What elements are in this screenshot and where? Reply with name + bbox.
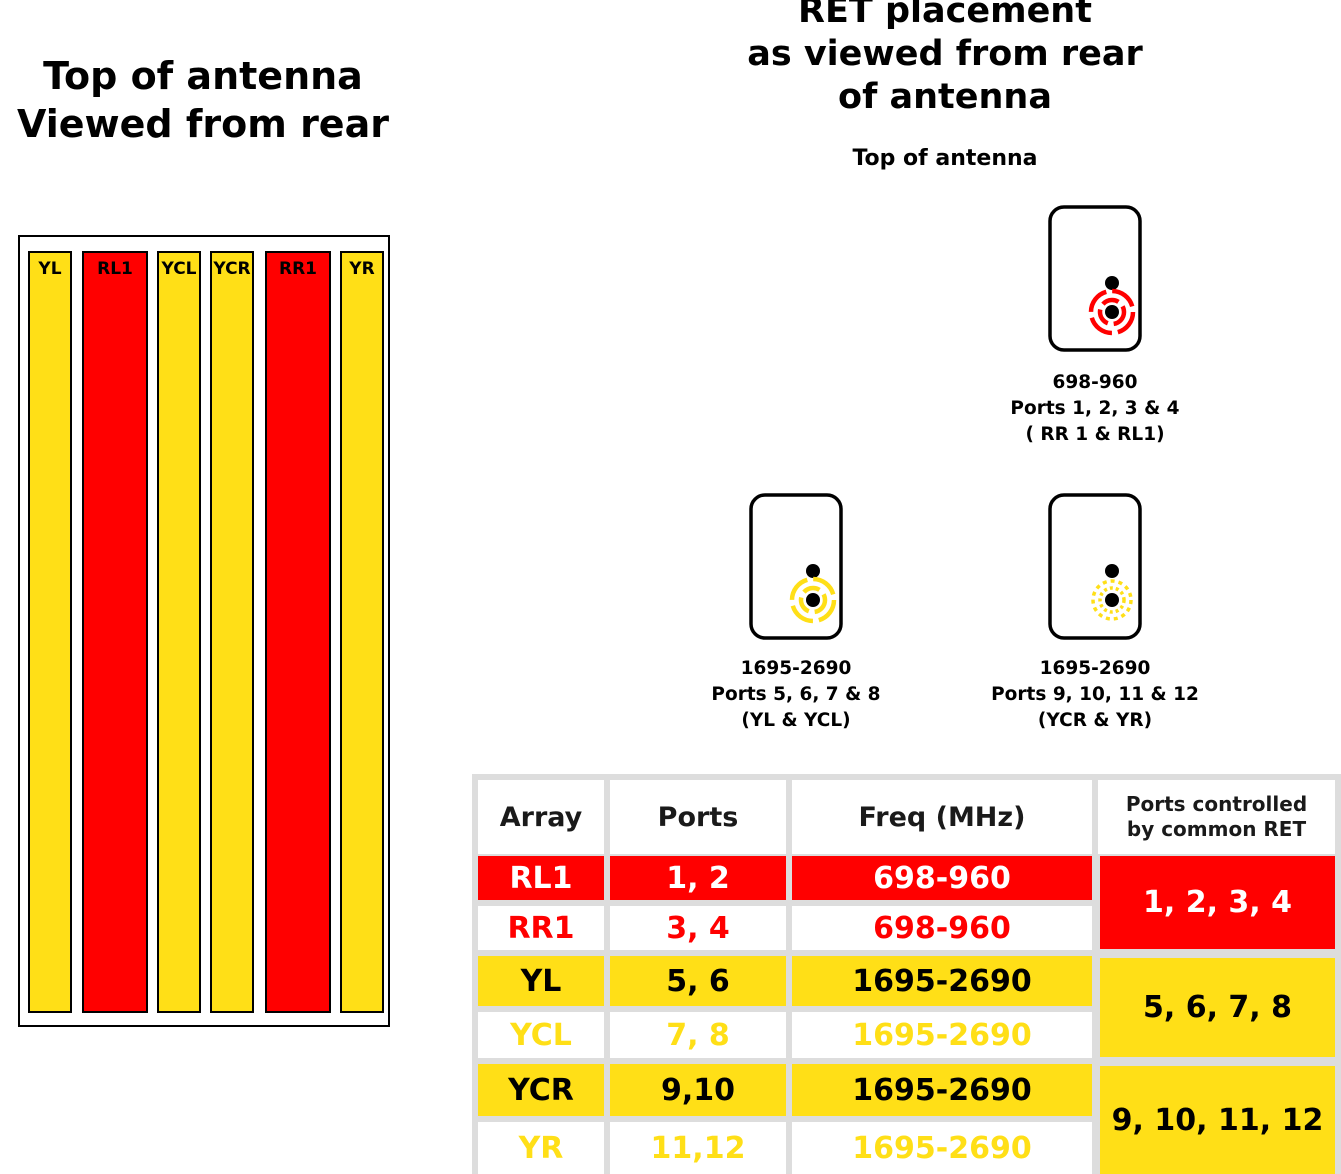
cell-ports: 11,12: [610, 1122, 786, 1174]
ret-ports: Ports 1, 2, 3 & 4: [1010, 398, 1180, 419]
left-title: Top of antenna Viewed from rear: [0, 52, 406, 148]
antenna-panel: YL RL1 YCL YCR RR1 YR: [18, 235, 390, 1027]
cell-freq: 1695-2690: [792, 1012, 1092, 1058]
right-title-line2: as viewed from rear: [747, 34, 1143, 74]
array-column-ycr: YCR: [210, 251, 254, 1013]
left-title-line2: Viewed from rear: [17, 102, 389, 146]
cell-common-ret: 9, 10, 11, 12: [1100, 1066, 1335, 1174]
ret-freq: 1695-2690: [740, 658, 852, 679]
cell-freq: 1695-2690: [792, 956, 1092, 1006]
cell-common-ret: 1, 2, 3, 4: [1100, 856, 1335, 949]
ret-label-high-band-right: 1695-2690 Ports 9, 10, 11 & 12 (YCR & YR…: [965, 656, 1225, 734]
array-column-yl: YL: [28, 251, 72, 1013]
cell-array: YCL: [478, 1012, 604, 1058]
ret-ports: Ports 5, 6, 7 & 8: [711, 684, 881, 705]
ret-label-high-band-left: 1695-2690 Ports 5, 6, 7 & 8 (YL & YCL): [686, 656, 906, 734]
header-array: Array: [478, 780, 604, 854]
ret-freq: 1695-2690: [1039, 658, 1151, 679]
left-title-line1: Top of antenna: [43, 54, 363, 98]
cell-freq: 1695-2690: [792, 1064, 1092, 1116]
array-column-ycl: YCL: [157, 251, 201, 1013]
cell-array: RR1: [478, 906, 604, 950]
connector-dot: [1105, 276, 1119, 290]
ret-ring-icon: [1098, 586, 1126, 614]
array-column-yr: YR: [340, 251, 384, 1013]
array-column-rr1: RR1: [265, 251, 331, 1013]
connector-dot: [1105, 564, 1119, 578]
ret-ring-icon: [1088, 288, 1136, 336]
header-common-ret: Ports controlled by common RET: [1098, 780, 1335, 854]
cell-ports: 3, 4: [610, 906, 786, 950]
right-title-line1: RET placement: [798, 0, 1092, 31]
connector-dot: [806, 564, 820, 578]
cell-ports: 1, 2: [610, 856, 786, 900]
ports-table: Array Ports Freq (MHz) Ports controlled …: [472, 774, 1341, 1174]
ret-ring-icon: [789, 576, 837, 624]
connector-dot: [1105, 593, 1119, 607]
ret-unit-high-band-right: [1048, 493, 1142, 640]
ret-arrays: (YCR & YR): [1037, 710, 1153, 731]
cell-array: YL: [478, 956, 604, 1006]
ret-label-low-band: 698-960 Ports 1, 2, 3 & 4 ( RR 1 & RL1): [985, 370, 1205, 448]
right-title: RET placement as viewed from rear of ant…: [700, 0, 1190, 119]
ret-ring-icon: [798, 585, 828, 615]
array-column-label: YCR: [213, 259, 251, 279]
array-column-label: YL: [38, 259, 62, 279]
top-of-antenna-label: Top of antenna: [852, 146, 1038, 171]
cell-freq: 1695-2690: [792, 1122, 1092, 1174]
array-column-label: RR1: [278, 259, 317, 279]
cell-ports: 7, 8: [610, 1012, 786, 1058]
connector-dot: [806, 593, 820, 607]
cell-ports: 9,10: [610, 1064, 786, 1116]
header-common-ret-line1: Ports controlled: [1125, 792, 1308, 816]
header-ports: Ports: [610, 780, 786, 854]
header-common-ret-line2: by common RET: [1126, 817, 1307, 841]
cell-common-ret: 5, 6, 7, 8: [1100, 958, 1335, 1057]
array-column-rl1: RL1: [82, 251, 148, 1013]
array-column-label: YCL: [161, 259, 197, 279]
ret-unit-low-band: [1048, 205, 1142, 352]
right-title-line3: of antenna: [838, 77, 1052, 117]
ret-arrays: (YL & YCL): [741, 710, 851, 731]
ret-ports: Ports 9, 10, 11 & 12: [991, 684, 1199, 705]
cell-array: YR: [478, 1122, 604, 1174]
connector-dot: [1105, 305, 1119, 319]
cell-freq: 698-960: [792, 906, 1092, 950]
array-column-label: YR: [349, 259, 375, 279]
ret-ring-icon: [1091, 579, 1133, 621]
ret-unit-high-band-left: [749, 493, 843, 640]
ret-ring-icon: [1097, 297, 1127, 327]
cell-ports: 5, 6: [610, 956, 786, 1006]
cell-freq: 698-960: [792, 856, 1092, 900]
ret-arrays: ( RR 1 & RL1): [1025, 424, 1165, 445]
ret-freq: 698-960: [1052, 372, 1138, 393]
header-freq: Freq (MHz): [792, 780, 1092, 854]
cell-array: YCR: [478, 1064, 604, 1116]
cell-array: RL1: [478, 856, 604, 900]
array-column-label: RL1: [97, 259, 133, 279]
